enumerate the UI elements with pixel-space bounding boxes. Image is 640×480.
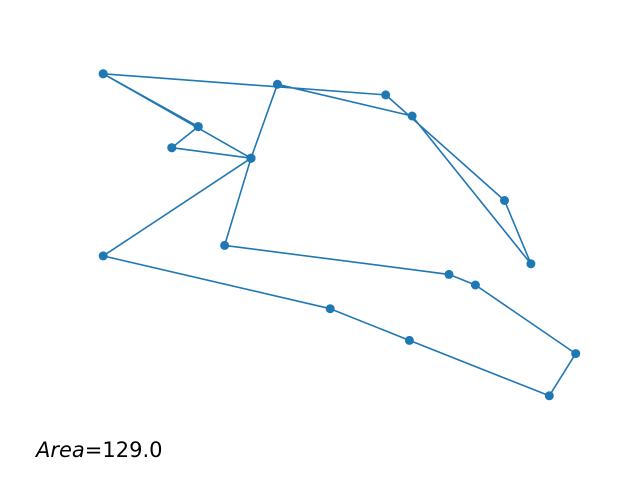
area-annotation: Area=129.0 bbox=[36, 438, 163, 462]
data-point-5 bbox=[407, 111, 417, 121]
data-point-15 bbox=[404, 335, 414, 345]
series-line-group bbox=[102, 73, 577, 397]
data-point-9 bbox=[98, 69, 108, 79]
data-point-6 bbox=[526, 259, 536, 269]
data-point-10 bbox=[193, 122, 203, 132]
data-point-16 bbox=[544, 391, 554, 401]
data-point-19 bbox=[444, 269, 454, 279]
data-point-14 bbox=[325, 304, 335, 314]
data-point-7 bbox=[500, 196, 509, 205]
area-annotation-value: 129.0 bbox=[102, 438, 163, 462]
area-annotation-name: Area bbox=[36, 438, 85, 462]
area-annotation-equals: = bbox=[84, 438, 103, 462]
data-point-4 bbox=[272, 79, 282, 89]
data-point-11 bbox=[167, 143, 177, 153]
data-point-21 bbox=[246, 153, 256, 163]
data-point-20 bbox=[220, 240, 230, 250]
series-line bbox=[102, 73, 577, 397]
data-point-17 bbox=[571, 349, 581, 359]
data-point-18 bbox=[470, 280, 480, 290]
data-point-13 bbox=[98, 251, 108, 261]
data-point-8 bbox=[381, 90, 391, 100]
series-point-group bbox=[98, 69, 581, 401]
